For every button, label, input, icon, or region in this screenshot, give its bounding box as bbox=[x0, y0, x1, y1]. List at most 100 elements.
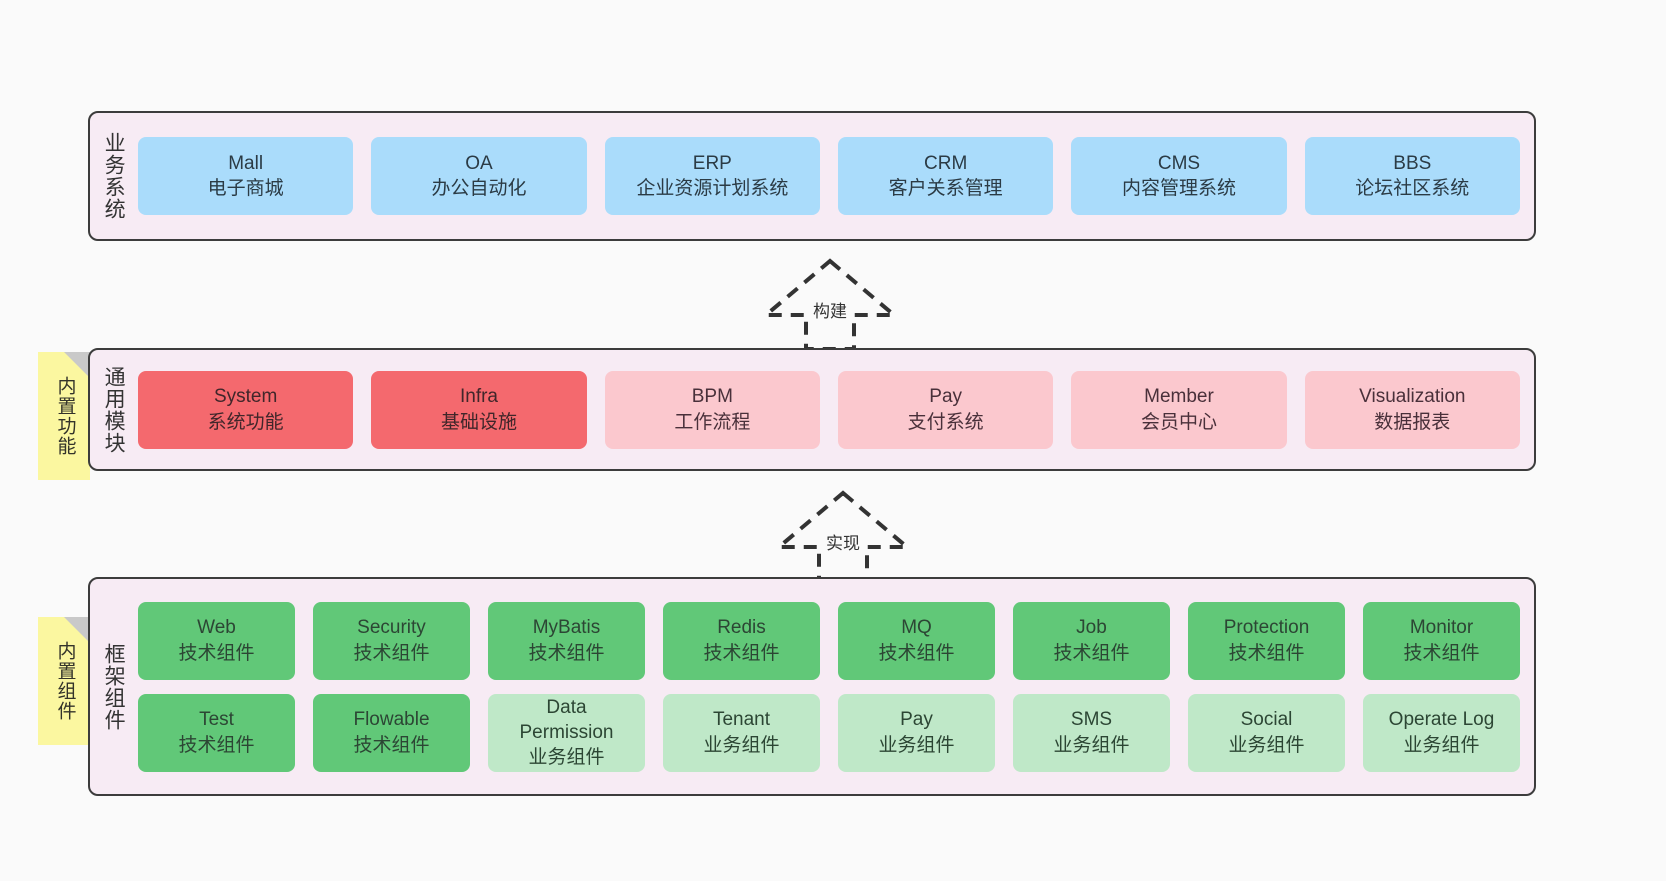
component-card[interactable]: Pay 支付系统 bbox=[837, 370, 1054, 449]
component-card[interactable]: Tenant 业务组件 bbox=[663, 693, 820, 772]
component-card-title: MyBatis bbox=[532, 617, 601, 639]
component-card[interactable]: Visualization 数据报表 bbox=[1304, 370, 1520, 449]
component-card-subtitle: 办公自动化 bbox=[431, 178, 527, 199]
component-card[interactable]: MyBatis 技术组件 bbox=[488, 601, 645, 680]
component-card-title: Flowable bbox=[353, 709, 430, 731]
component-card-subtitle: 技术组件 bbox=[1228, 642, 1305, 664]
component-card-title: Pay bbox=[929, 386, 963, 408]
component-card-title: Test bbox=[199, 709, 234, 731]
component-card[interactable]: Redis 技术组件 bbox=[663, 601, 820, 680]
framework-component-label: 框架组件 bbox=[102, 642, 126, 731]
component-card[interactable]: Monitor 技术组件 bbox=[1363, 601, 1520, 680]
implement-arrow-label: 实现 bbox=[824, 529, 862, 554]
component-card-subtitle: 工作流程 bbox=[674, 411, 751, 433]
component-card[interactable]: Pay 业务组件 bbox=[838, 693, 995, 772]
common-module-note: 内置功能 bbox=[38, 352, 90, 480]
component-card-subtitle: 业务组件 bbox=[1053, 734, 1130, 756]
component-card[interactable]: BPM 工作流程 bbox=[604, 370, 820, 449]
common-module-note-label: 内置功能 bbox=[54, 376, 76, 456]
component-card-subtitle: 技术组件 bbox=[178, 642, 255, 664]
component-card-title: Infra bbox=[459, 386, 498, 408]
business-system-label: 业务系统 bbox=[102, 132, 126, 220]
component-card-title: SMS bbox=[1070, 709, 1113, 731]
component-card-subtitle: 内容管理系统 bbox=[1121, 178, 1236, 199]
note-fold-icon bbox=[64, 617, 90, 643]
component-card-subtitle: 技术组件 bbox=[353, 642, 430, 664]
component-card-subtitle: 技术组件 bbox=[878, 642, 955, 664]
note-fold-icon bbox=[64, 352, 90, 378]
component-card-title: Social bbox=[1240, 709, 1293, 731]
component-card-subtitle: 技术组件 bbox=[353, 734, 430, 756]
component-card-title: Member bbox=[1144, 386, 1214, 408]
component-card[interactable]: Web 技术组件 bbox=[138, 601, 295, 680]
framework-component-note: 内置组件 bbox=[38, 617, 90, 745]
component-card[interactable]: Flowable 技术组件 bbox=[313, 693, 470, 772]
component-card-subtitle: 技术组件 bbox=[528, 642, 605, 664]
component-card-title: Operate Log bbox=[1388, 709, 1495, 731]
component-card-title: Visualization bbox=[1359, 386, 1466, 408]
component-card-title: Monitor bbox=[1409, 617, 1474, 639]
component-card[interactable]: Data Permission 业务组件 bbox=[488, 693, 645, 772]
component-card-subtitle: 业务组件 bbox=[1228, 734, 1305, 756]
component-card[interactable]: Infra 基础设施 bbox=[371, 370, 587, 449]
component-card-title: OA bbox=[465, 152, 493, 174]
component-card[interactable]: Security 技术组件 bbox=[313, 601, 470, 680]
implement-arrow: 实现 bbox=[763, 485, 923, 585]
component-card[interactable]: Protection 技术组件 bbox=[1188, 601, 1345, 680]
component-card[interactable]: Social 业务组件 bbox=[1188, 693, 1345, 772]
component-card-title: Pay bbox=[900, 709, 933, 731]
component-card[interactable]: System 系统功能 bbox=[138, 370, 354, 449]
component-card-title: Data Permission bbox=[519, 696, 614, 743]
component-card-subtitle: 业务组件 bbox=[878, 734, 955, 756]
component-card-subtitle: 基础设施 bbox=[440, 411, 517, 433]
component-card-title: System bbox=[213, 386, 278, 408]
component-card-subtitle: 技术组件 bbox=[703, 642, 780, 664]
build-arrow-label: 构建 bbox=[811, 297, 849, 322]
component-card-subtitle: 系统功能 bbox=[207, 411, 284, 433]
component-card-subtitle: 论坛社区系统 bbox=[1355, 178, 1470, 199]
component-card-subtitle: 数据报表 bbox=[1374, 411, 1451, 433]
common-module-band: 通用模块 System 系统功能 Infra 基础设施 BPM 工作流程 Pay 支付系统 Me… bbox=[88, 348, 1536, 471]
component-card-title: MQ bbox=[901, 617, 932, 639]
component-card[interactable]: OA 办公自动化 bbox=[371, 137, 587, 215]
component-card[interactable]: SMS 业务组件 bbox=[1013, 693, 1170, 772]
component-card-subtitle: 客户关系管理 bbox=[888, 178, 1003, 199]
component-card[interactable]: Operate Log 业务组件 bbox=[1363, 693, 1520, 772]
component-card-subtitle: 业务组件 bbox=[703, 734, 780, 756]
component-card-subtitle: 技术组件 bbox=[178, 734, 255, 756]
component-card-subtitle: 支付系统 bbox=[907, 411, 984, 433]
component-card-title: Web bbox=[197, 617, 236, 639]
component-card-title: Tenant bbox=[712, 709, 771, 731]
build-arrow: 构建 bbox=[750, 253, 910, 353]
component-card-title: Security bbox=[357, 617, 426, 639]
component-card-title: Redis bbox=[717, 617, 766, 639]
component-card[interactable]: MQ 技术组件 bbox=[838, 601, 995, 680]
component-card[interactable]: Test 技术组件 bbox=[138, 693, 295, 772]
component-card-subtitle: 业务组件 bbox=[1403, 734, 1480, 756]
component-card-subtitle: 业务组件 bbox=[528, 747, 605, 769]
common-module-label: 通用模块 bbox=[102, 365, 126, 454]
component-card-title: BPM bbox=[691, 386, 733, 408]
component-card-title: ERP bbox=[692, 152, 732, 174]
component-card-title: Protection bbox=[1223, 617, 1310, 639]
component-card-subtitle: 技术组件 bbox=[1403, 642, 1480, 664]
framework-component-note-label: 内置组件 bbox=[54, 641, 76, 721]
component-card-subtitle: 技术组件 bbox=[1053, 642, 1130, 664]
component-card-subtitle: 电子商城 bbox=[207, 178, 284, 199]
